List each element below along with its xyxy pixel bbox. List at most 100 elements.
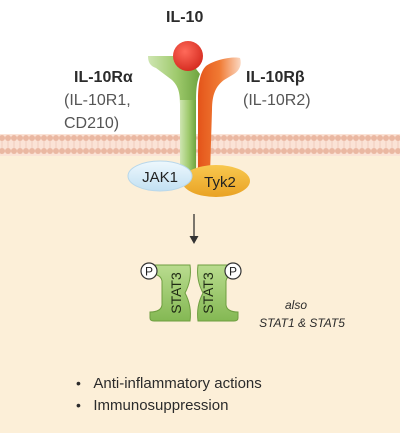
stat3-dimer: P P STAT3 STAT3 [140, 262, 242, 322]
lipid-head [5, 148, 11, 154]
lipid-head [353, 135, 359, 141]
lipid-head [59, 148, 65, 154]
lipid-head [35, 148, 41, 154]
lipid-head [161, 135, 167, 141]
bullet-icon: • [76, 397, 81, 413]
lipid-head [47, 148, 53, 154]
lipid-head [317, 135, 323, 141]
lipid-head [53, 135, 59, 141]
lipid-head [149, 135, 155, 141]
lipid-head [275, 148, 281, 154]
lipid-head [95, 148, 101, 154]
lipid-head [251, 148, 257, 154]
il10r-beta-receptor [198, 57, 241, 175]
lipid-head [329, 148, 335, 154]
lipid-head [113, 135, 119, 141]
lipid-head [281, 135, 287, 141]
stat3-left-label: STAT3 [168, 272, 184, 314]
lipid-head [137, 148, 143, 154]
lipid-head [257, 148, 263, 154]
lipid-head [173, 135, 179, 141]
tyk2-label: Tyk2 [204, 174, 236, 191]
lipid-head [17, 135, 23, 141]
lipid-head [227, 148, 233, 154]
lipid-head [335, 135, 341, 141]
phospho-group-left [140, 262, 158, 280]
outcome-item: • Anti-inflammatory actions [76, 375, 262, 397]
lipid-head [371, 148, 377, 154]
lipid-head [287, 135, 293, 141]
lipid-head [395, 135, 400, 141]
lipid-head [89, 135, 95, 141]
also-note-line2: STAT1 & STAT5 [259, 316, 345, 330]
lipid-head [173, 148, 179, 154]
lipid-head [41, 148, 47, 154]
lipid-head [125, 135, 131, 141]
lipid-head [83, 148, 89, 154]
phospho-label-left: P [145, 265, 153, 279]
lipid-head [263, 135, 269, 141]
lipid-head [227, 135, 233, 141]
lipid-head [305, 148, 311, 154]
lipid-head [215, 148, 221, 154]
outcome-item: • Immunosuppression [76, 397, 262, 419]
lipid-head [389, 135, 395, 141]
lipid-head [245, 148, 251, 154]
lipid-head [29, 148, 35, 154]
phospho-label-right: P [229, 265, 237, 279]
lipid-head [95, 135, 101, 141]
lipid-head [221, 148, 227, 154]
lipid-head [41, 135, 47, 141]
lipid-head [359, 148, 365, 154]
lipid-head [341, 148, 347, 154]
lipid-head [323, 135, 329, 141]
lipid-head [23, 148, 29, 154]
lipid-head [371, 135, 377, 141]
lipid-head [161, 148, 167, 154]
lipid-head [155, 148, 161, 154]
lipid-head [353, 148, 359, 154]
outcome-text: Immunosuppression [93, 397, 229, 414]
bullet-icon: • [76, 375, 81, 391]
lipid-head [137, 135, 143, 141]
stat3-right-label: STAT3 [200, 272, 216, 314]
lipid-head [389, 148, 395, 154]
lipid-head [245, 135, 251, 141]
outcome-text: Anti-inflammatory actions [93, 375, 262, 392]
lipid-head [269, 148, 275, 154]
lipid-head [215, 135, 221, 141]
lipid-head [251, 135, 257, 141]
lipid-head [221, 135, 227, 141]
outcome-list: • Anti-inflammatory actions • Immunosupp… [76, 375, 262, 419]
lipid-head [11, 148, 17, 154]
lipid-head [365, 148, 371, 154]
jak1-label: JAK1 [142, 169, 178, 186]
phospho-group-right [224, 262, 242, 280]
lipid-head [311, 135, 317, 141]
also-note-line1: also [284, 298, 307, 312]
lipid-head [269, 135, 275, 141]
lipid-head [275, 135, 281, 141]
lipid-head [155, 135, 161, 141]
lipid-head [17, 148, 23, 154]
il10-ligand [173, 41, 203, 71]
lipid-head [59, 135, 65, 141]
lipid-head [359, 135, 365, 141]
lipid-head [5, 135, 11, 141]
receptor-alpha-alias-line2: CD210) [64, 115, 120, 132]
stat3-left-monomer [149, 264, 191, 322]
lipid-head [83, 135, 89, 141]
lipid-head [143, 148, 149, 154]
lipid-head [311, 148, 317, 154]
lipid-head [293, 135, 299, 141]
lipid-head [233, 135, 239, 141]
lipid-head [29, 135, 35, 141]
lipid-head [101, 135, 107, 141]
lipid-head [257, 135, 263, 141]
lipid-head [125, 148, 131, 154]
stat3-right-monomer [197, 264, 239, 322]
lipid-head [65, 148, 71, 154]
lipid-head [0, 135, 5, 141]
lipid-head [263, 148, 269, 154]
lipid-head [89, 148, 95, 154]
